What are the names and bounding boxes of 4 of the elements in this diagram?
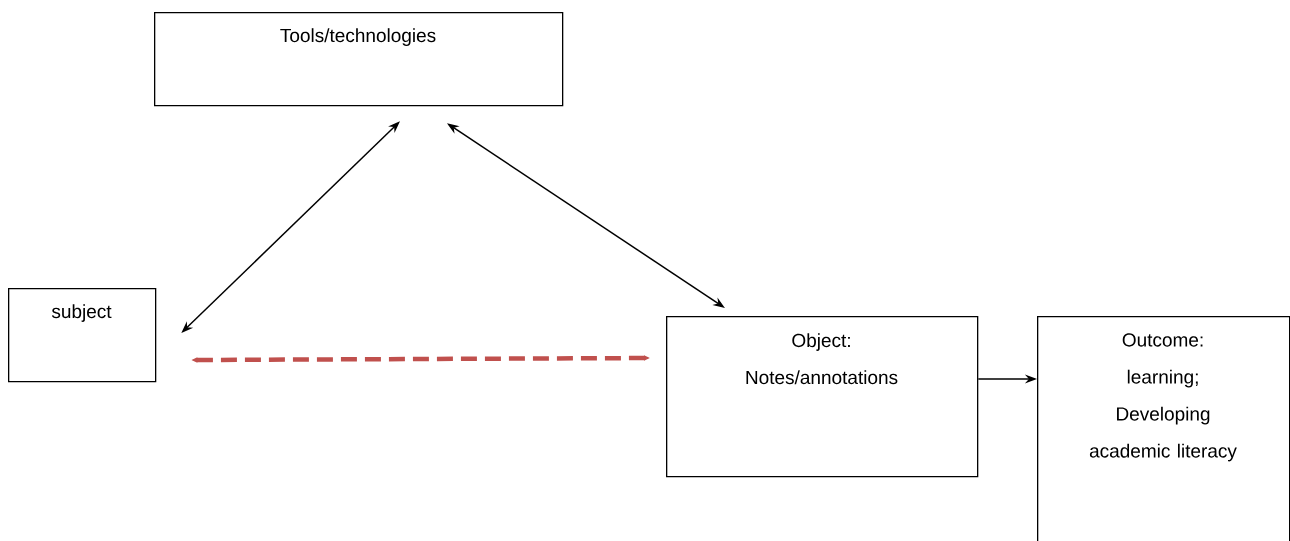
- process-box: subject: [8, 288, 157, 383]
- process-box: Object: Notes/annotations: [666, 316, 979, 478]
- process-box: Tools/technologies: [154, 12, 564, 107]
- process-box: Outcome: learning; Developing academic literacy: [1037, 316, 1290, 541]
